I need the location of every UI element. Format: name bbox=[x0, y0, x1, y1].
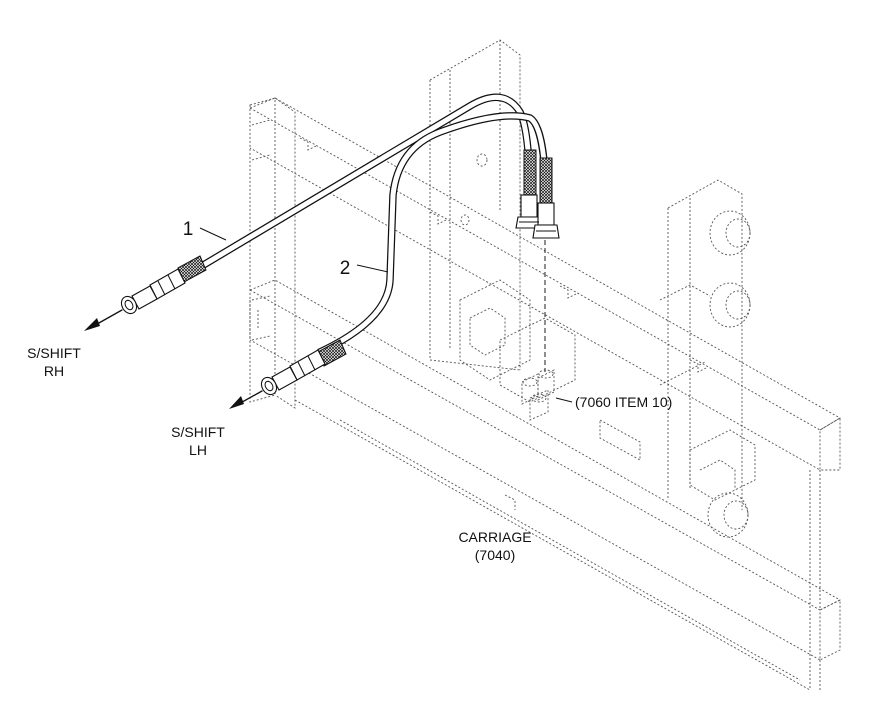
callout-2: 2 bbox=[340, 258, 351, 279]
label-sshift-lh-line1: S/SHIFT bbox=[171, 424, 225, 440]
valve-fittings bbox=[521, 369, 555, 421]
leader-line-1 bbox=[199, 227, 227, 241]
label-sshift-rh-line2: RH bbox=[44, 363, 64, 379]
hose-2 bbox=[316, 112, 550, 356]
label-sshift-lh-line2: LH bbox=[189, 442, 207, 458]
end-fitting-rh bbox=[120, 268, 186, 315]
leader-line-valve bbox=[555, 397, 573, 403]
label-sshift-rh-line1: S/SHIFT bbox=[27, 345, 81, 361]
end-fitting-lh bbox=[260, 349, 326, 396]
label-carriage-line2: (7040) bbox=[475, 547, 515, 563]
arrow-icon bbox=[229, 390, 263, 409]
carriage bbox=[249, 39, 841, 691]
leader-line-2 bbox=[356, 264, 389, 273]
label-carriage-line1: CARRIAGE bbox=[458, 529, 531, 545]
arrow-icon bbox=[84, 309, 123, 331]
callout-1: 1 bbox=[183, 219, 194, 240]
top-fittings bbox=[515, 194, 560, 239]
hose-1 bbox=[171, 93, 534, 286]
label-valve-reference: (7060 ITEM 10) bbox=[575, 394, 672, 410]
